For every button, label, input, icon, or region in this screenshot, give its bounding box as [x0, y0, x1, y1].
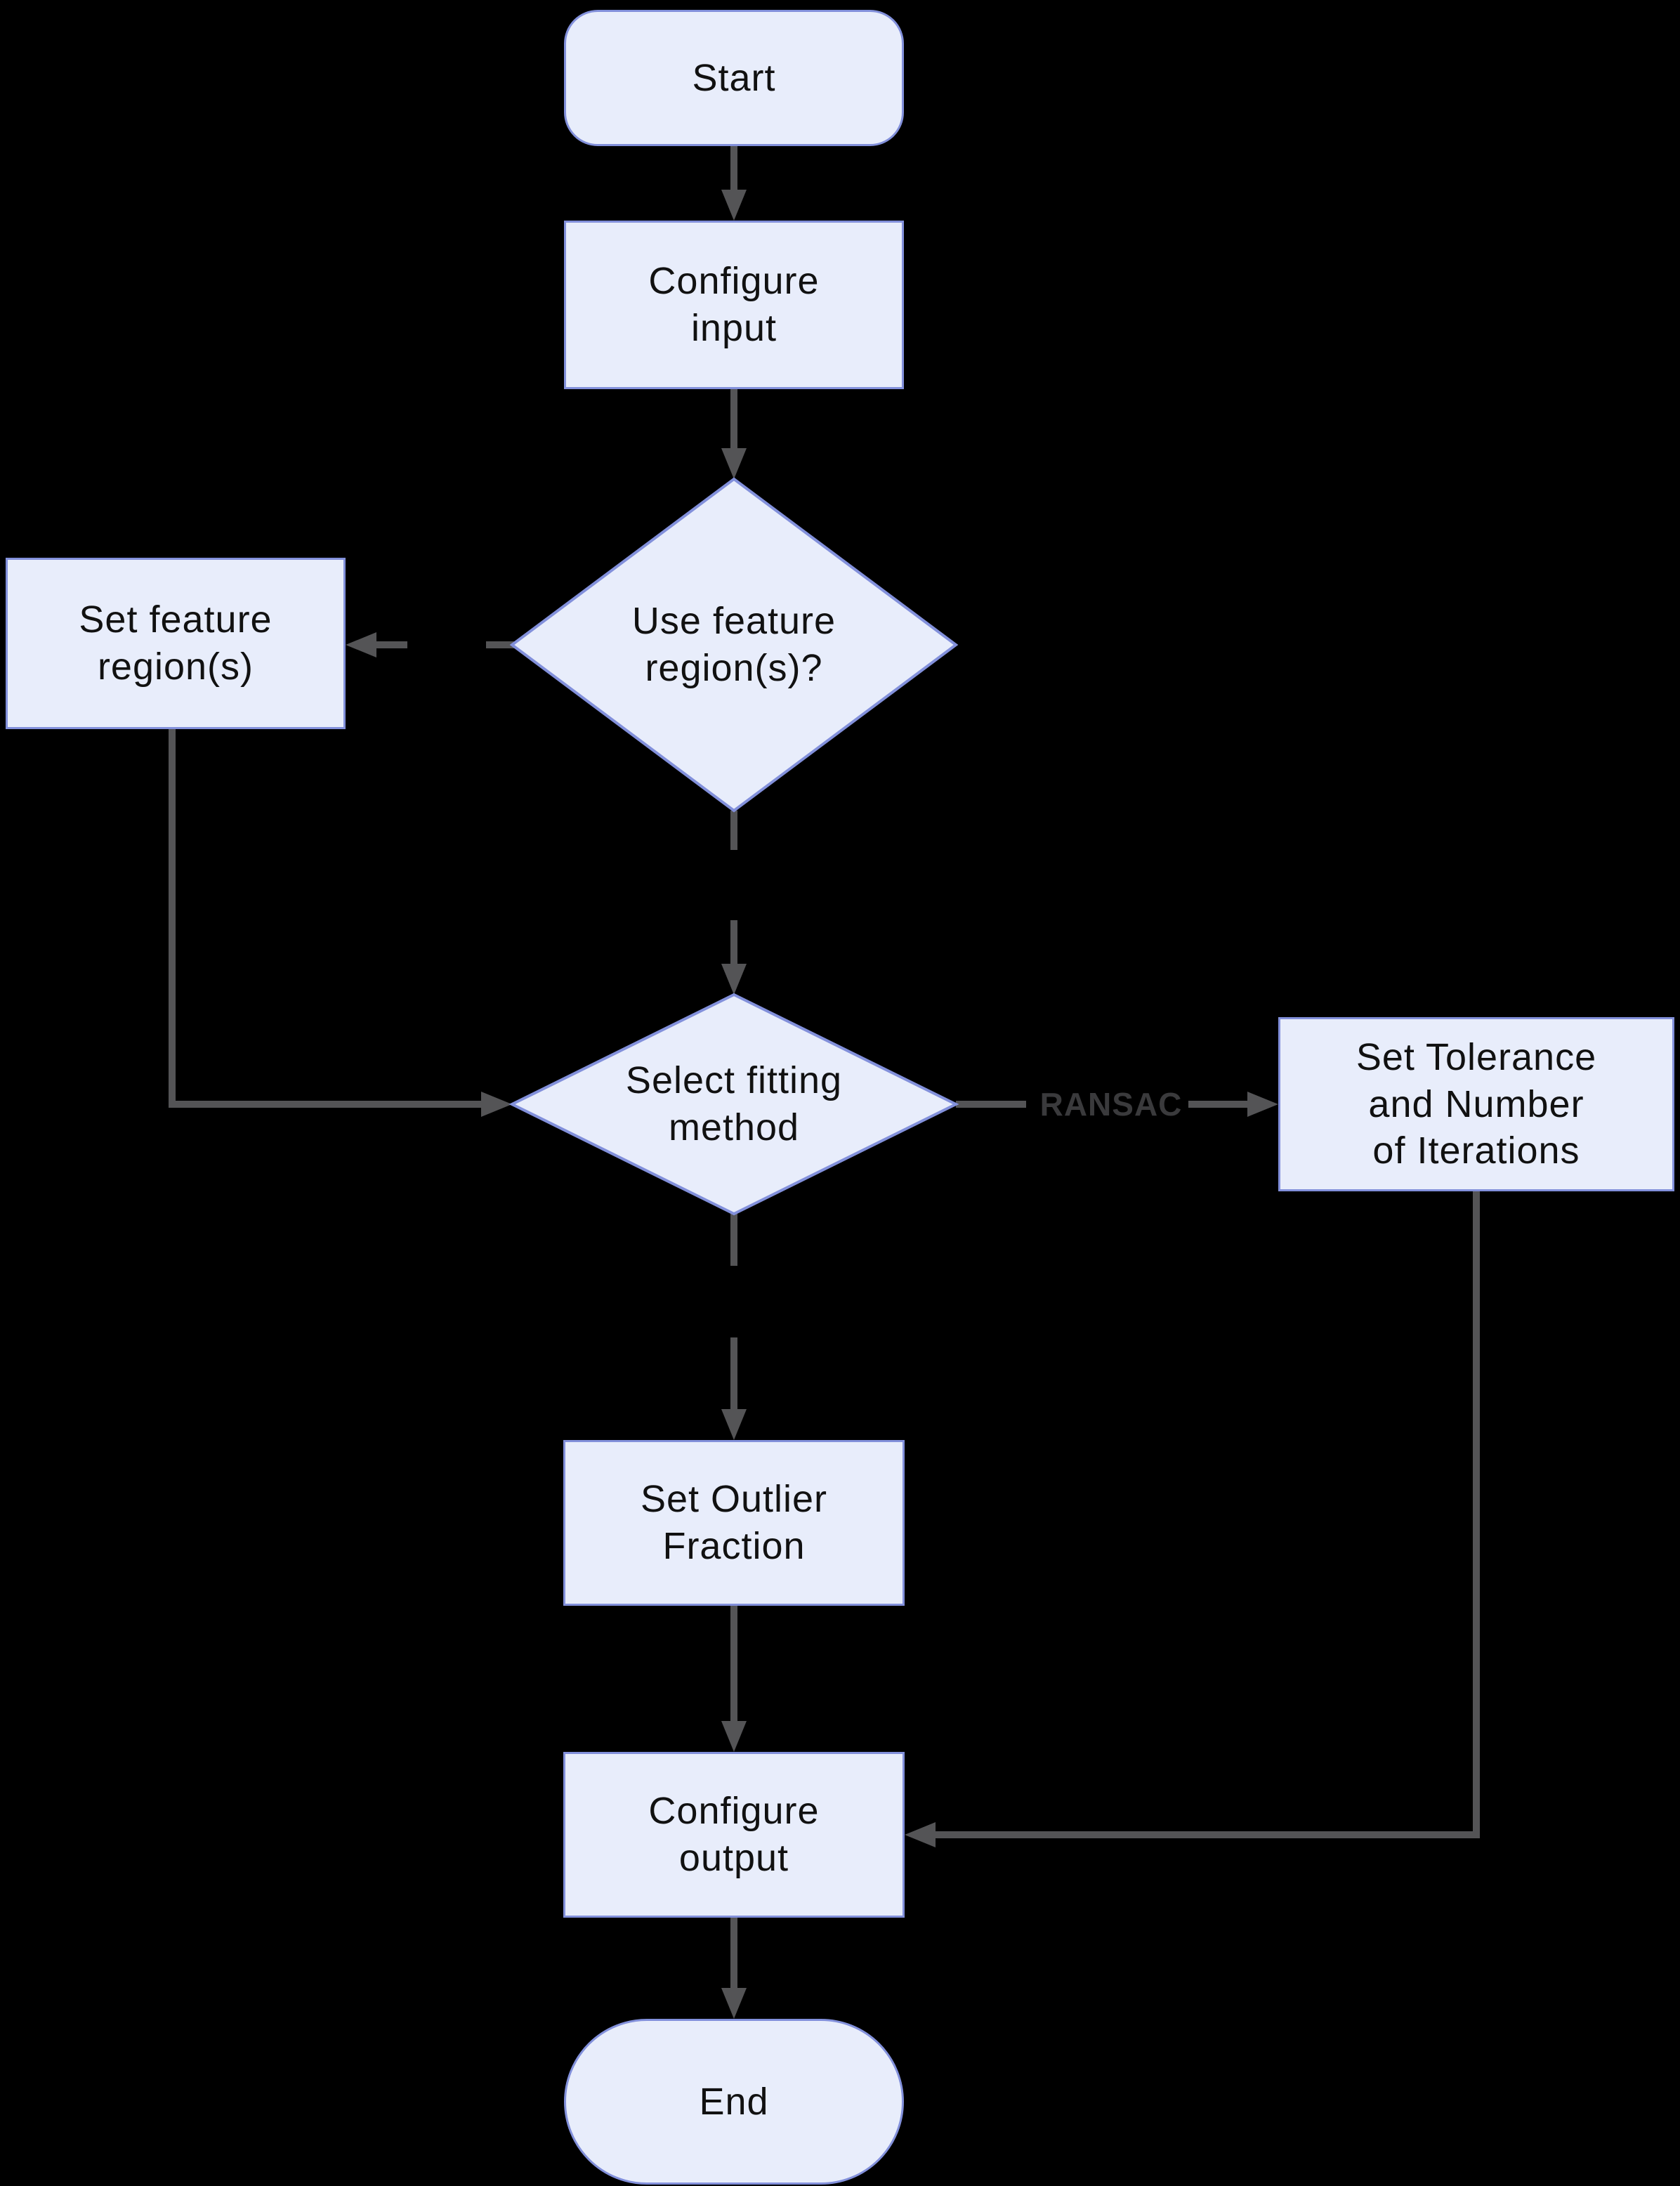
edge-set-outlier-to-configure-output — [730, 1606, 737, 1722]
node-configure-input: Configure input — [564, 221, 904, 389]
arrowhead-into-configure-input — [721, 190, 747, 221]
node-set-outlier-fraction-label: Set Outlier Fraction — [640, 1478, 828, 1567]
edge-label-ransac: RANSAC — [1039, 1086, 1183, 1123]
node-configure-output-label: Configure output — [648, 1790, 820, 1879]
edge-ransac-stub — [956, 1101, 1026, 1108]
diamond-shape — [508, 993, 959, 1216]
edge-set-tolerance-to-configure-output-horizontal — [936, 1831, 1480, 1838]
arrowhead-into-decision2-left — [481, 1092, 512, 1117]
edge-decision1-to-decision2-stub — [730, 811, 737, 850]
node-end-label: End — [699, 2080, 769, 2123]
edge-decision2-to-set-outlier-line — [730, 1337, 737, 1412]
decision-use-feature-regions-shape — [508, 475, 960, 815]
node-end: End — [564, 2019, 904, 2185]
node-configure-output: Configure output — [563, 1752, 905, 1918]
diamond-shape — [509, 477, 959, 813]
arrowhead-into-configure-output-right — [905, 1822, 936, 1847]
edge-decision1-to-set-feature-stub — [486, 641, 514, 648]
decision-use-feature-regions-label: Use feature region(s)? — [631, 600, 836, 689]
decision-select-fitting-method-label: Select fitting method — [625, 1059, 843, 1148]
edge-ransac-line — [1188, 1101, 1250, 1108]
edge-set-tolerance-to-configure-output-vertical — [1473, 1191, 1480, 1838]
node-configure-input-label: Configure input — [648, 260, 820, 349]
edge-decision1-to-set-feature-line — [375, 641, 407, 648]
arrowhead-into-end — [721, 1988, 747, 2019]
edge-decision1-to-decision2-line — [730, 920, 737, 967]
node-set-outlier-fraction: Set Outlier Fraction — [563, 1440, 905, 1606]
node-start-label: Start — [692, 56, 776, 99]
node-start: Start — [564, 10, 904, 146]
arrowhead-into-decision1 — [721, 448, 747, 479]
edge-start-to-configure-input — [730, 146, 737, 191]
edge-set-feature-to-decision2-vertical — [169, 729, 176, 1108]
arrowhead-into-set-tolerance — [1247, 1092, 1278, 1117]
edge-configure-input-to-decision1 — [730, 389, 737, 450]
edge-decision2-to-set-outlier-stub — [730, 1214, 737, 1266]
arrowhead-into-set-outlier-fraction — [721, 1409, 747, 1440]
node-set-tolerance: Set Tolerance and Number of Iterations — [1278, 1017, 1674, 1191]
arrowhead-into-decision2 — [721, 964, 747, 995]
arrowhead-into-set-feature-regions — [346, 632, 376, 657]
arrowhead-into-configure-output-top — [721, 1721, 747, 1752]
node-set-feature-regions: Set feature region(s) — [6, 558, 346, 729]
decision-select-fitting-method-shape — [508, 990, 960, 1218]
edge-set-feature-to-decision2-horizontal — [169, 1101, 483, 1108]
node-set-feature-regions-label: Set feature region(s) — [79, 598, 273, 688]
node-set-tolerance-label: Set Tolerance and Number of Iterations — [1356, 1035, 1597, 1172]
edge-configure-output-to-end — [730, 1918, 737, 1989]
